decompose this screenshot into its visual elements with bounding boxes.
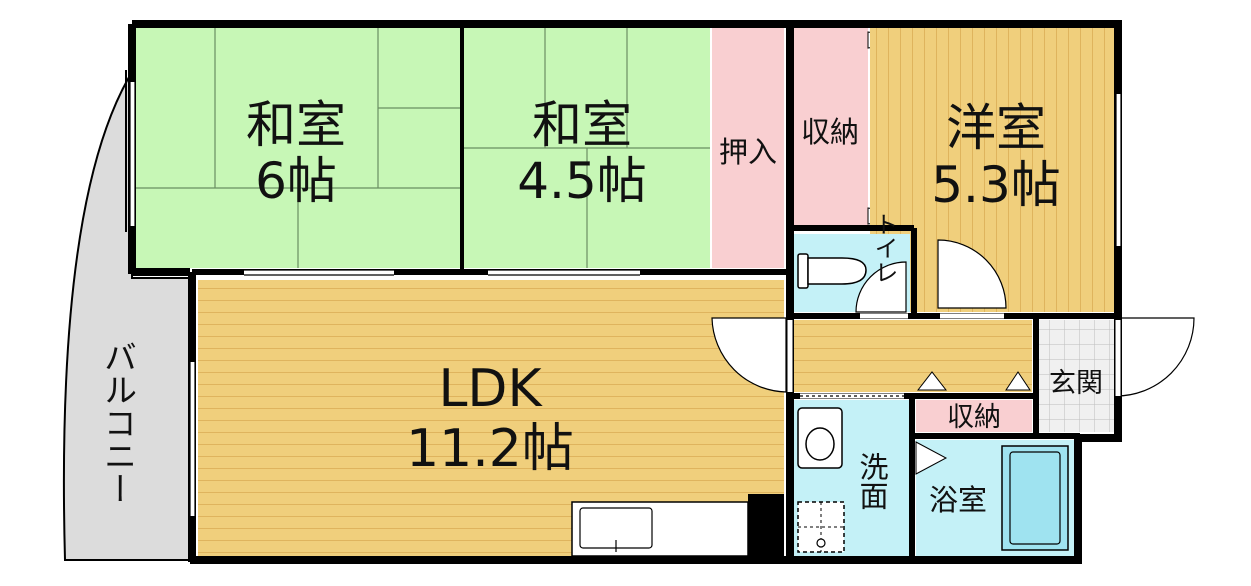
ldk-room (198, 280, 784, 557)
toilet-label: トイレ (870, 212, 898, 284)
oshiire-label: 押入 (719, 135, 777, 169)
senmen-washroom (794, 400, 910, 556)
oshiire-closet (712, 28, 784, 268)
yoshitsu-size: 5.3帖 (931, 156, 1061, 214)
ldk-size: 11.2帖 (406, 419, 574, 479)
genkan-entrance (1038, 320, 1114, 432)
yoshitsu-name: 洋室 (946, 99, 1046, 157)
washitsu-4-5-size: 4.5帖 (517, 152, 647, 210)
hallway (794, 320, 1032, 392)
yokushitsu-bathroom (915, 440, 1074, 556)
top-storage-label: 収納 (801, 115, 859, 149)
yokushitsu-label: 浴室 (929, 483, 987, 517)
top-storage (794, 28, 868, 226)
washitsu-4-5-name: 和室 (532, 96, 632, 154)
toilet-room (794, 234, 910, 313)
genkan-label: 玄関 (1049, 368, 1103, 399)
senmen-label: 洗面 (855, 452, 889, 510)
washitsu-6-room (136, 28, 460, 268)
bottom-storage-label: 収納 (947, 402, 1001, 433)
balcony-label: バルコニー (99, 340, 138, 505)
washitsu-6-size: 6帖 (255, 152, 337, 210)
washitsu-6-name: 和室 (246, 96, 346, 154)
bottom-storage (916, 400, 1032, 432)
washitsu-4-5-room (464, 28, 710, 268)
balcony-area (62, 68, 191, 561)
ldk-name: LDK (438, 359, 543, 419)
